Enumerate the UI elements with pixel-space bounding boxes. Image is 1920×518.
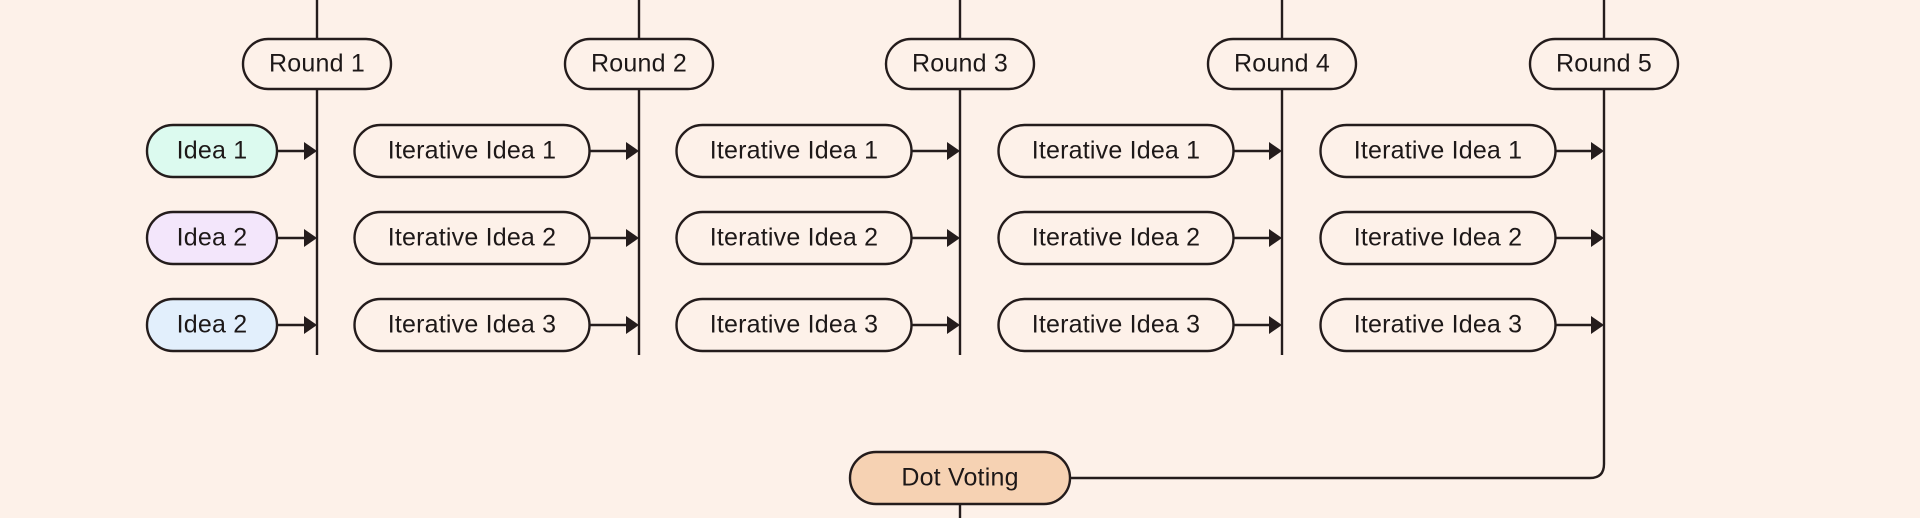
idea-node-c5-r3[interactable]: Iterative Idea 3 xyxy=(1319,297,1557,353)
idea-node-c2-r1-label: Iterative Idea 1 xyxy=(388,137,557,165)
arrowhead-c2-r3 xyxy=(626,316,639,334)
idea-node-c1-r3-label: Idea 2 xyxy=(177,311,248,339)
idea-node-c2-r1[interactable]: Iterative Idea 1 xyxy=(353,123,591,179)
idea-node-c4-r2[interactable]: Iterative Idea 2 xyxy=(997,210,1235,266)
dot-voting-node[interactable]: Dot Voting xyxy=(848,450,1072,506)
arrowhead-c3-r3 xyxy=(947,316,960,334)
idea-node-c1-r3[interactable]: Idea 2 xyxy=(145,297,279,353)
idea-node-c5-r2-label: Iterative Idea 2 xyxy=(1354,224,1523,252)
edges-layer xyxy=(277,0,1606,518)
round-node-3-shape xyxy=(884,37,1036,91)
round-node-1[interactable]: Round 1 xyxy=(241,37,393,91)
round-node-5[interactable]: Round 5 xyxy=(1528,37,1680,91)
round-node-5-shape xyxy=(1528,37,1680,91)
idea-node-c4-r3-label: Iterative Idea 3 xyxy=(1032,311,1201,339)
idea-node-c4-r1-shape xyxy=(997,123,1235,179)
round-node-5-label: Round 5 xyxy=(1556,50,1652,78)
trunk-bottom-5 xyxy=(1070,89,1606,480)
idea-node-c4-r1-label: Iterative Idea 1 xyxy=(1032,137,1201,165)
idea-node-c2-r3-shape xyxy=(353,297,591,353)
idea-node-c2-r1-shape xyxy=(353,123,591,179)
idea-node-c3-r3-shape xyxy=(675,297,913,353)
idea-node-c1-r1[interactable]: Idea 1 xyxy=(145,123,279,179)
arrowhead-c2-r2 xyxy=(626,229,639,247)
arrowhead-c3-r1 xyxy=(947,142,960,160)
idea-node-c5-r1-shape xyxy=(1319,123,1557,179)
idea-node-c1-r1-shape xyxy=(145,123,279,179)
idea-node-c4-r2-shape xyxy=(997,210,1235,266)
round-node-4-shape xyxy=(1206,37,1358,91)
arrowhead-c5-r2 xyxy=(1591,229,1604,247)
idea-node-c3-r1-label: Iterative Idea 1 xyxy=(710,137,879,165)
idea-node-c2-r3[interactable]: Iterative Idea 3 xyxy=(353,297,591,353)
round-node-2-shape xyxy=(563,37,715,91)
round-node-2[interactable]: Round 2 xyxy=(563,37,715,91)
round-node-1-shape xyxy=(241,37,393,91)
idea-node-c3-r3[interactable]: Iterative Idea 3 xyxy=(675,297,913,353)
idea-node-c5-r1[interactable]: Iterative Idea 1 xyxy=(1319,123,1557,179)
round-node-4[interactable]: Round 4 xyxy=(1206,37,1358,91)
round-node-3-label: Round 3 xyxy=(912,50,1008,78)
arrowhead-c5-r1 xyxy=(1591,142,1604,160)
arrowhead-c3-r2 xyxy=(947,229,960,247)
arrowhead-c1-r2 xyxy=(304,229,317,247)
arrowhead-c4-r3 xyxy=(1269,316,1282,334)
idea-node-c5-r2[interactable]: Iterative Idea 2 xyxy=(1319,210,1557,266)
idea-node-c1-r1-label: Idea 1 xyxy=(177,137,248,165)
arrowhead-c2-r1 xyxy=(626,142,639,160)
dot-voting-node-label: Dot Voting xyxy=(901,464,1018,492)
idea-node-c3-r2[interactable]: Iterative Idea 2 xyxy=(675,210,913,266)
idea-node-c1-r3-shape xyxy=(145,297,279,353)
idea-node-c5-r3-label: Iterative Idea 3 xyxy=(1354,311,1523,339)
idea-node-c1-r2-shape xyxy=(145,210,279,266)
idea-node-c1-r2-label: Idea 2 xyxy=(177,224,248,252)
round-node-3[interactable]: Round 3 xyxy=(884,37,1036,91)
arrowhead-c4-r1 xyxy=(1269,142,1282,160)
idea-node-c2-r3-label: Iterative Idea 3 xyxy=(388,311,557,339)
arrowhead-c1-r1 xyxy=(304,142,317,160)
round-node-1-label: Round 1 xyxy=(269,50,365,78)
dot-voting-node-shape xyxy=(848,450,1072,506)
idea-node-c5-r1-label: Iterative Idea 1 xyxy=(1354,137,1523,165)
idea-node-c3-r2-label: Iterative Idea 2 xyxy=(710,224,879,252)
idea-node-c4-r3[interactable]: Iterative Idea 3 xyxy=(997,297,1235,353)
idea-node-c5-r3-shape xyxy=(1319,297,1557,353)
arrowhead-c4-r2 xyxy=(1269,229,1282,247)
idea-node-c4-r2-label: Iterative Idea 2 xyxy=(1032,224,1201,252)
round-node-2-label: Round 2 xyxy=(591,50,687,78)
nodes-layer: Round 1 Round 2 Round 3 Round 4 Round 5 Idea … xyxy=(145,37,1680,506)
idea-node-c3-r1[interactable]: Iterative Idea 1 xyxy=(675,123,913,179)
idea-node-c4-r3-shape xyxy=(997,297,1235,353)
idea-node-c3-r1-shape xyxy=(675,123,913,179)
idea-node-c2-r2-label: Iterative Idea 2 xyxy=(388,224,557,252)
arrowhead-c1-r3 xyxy=(304,316,317,334)
idea-node-c3-r3-label: Iterative Idea 3 xyxy=(710,311,879,339)
idea-node-c2-r2[interactable]: Iterative Idea 2 xyxy=(353,210,591,266)
idea-node-c1-r2[interactable]: Idea 2 xyxy=(145,210,279,266)
round-node-4-label: Round 4 xyxy=(1234,50,1330,78)
idea-node-c4-r1[interactable]: Iterative Idea 1 xyxy=(997,123,1235,179)
idea-node-c3-r2-shape xyxy=(675,210,913,266)
idea-node-c2-r2-shape xyxy=(353,210,591,266)
idea-node-c5-r2-shape xyxy=(1319,210,1557,266)
arrowhead-c5-r3 xyxy=(1591,316,1604,334)
